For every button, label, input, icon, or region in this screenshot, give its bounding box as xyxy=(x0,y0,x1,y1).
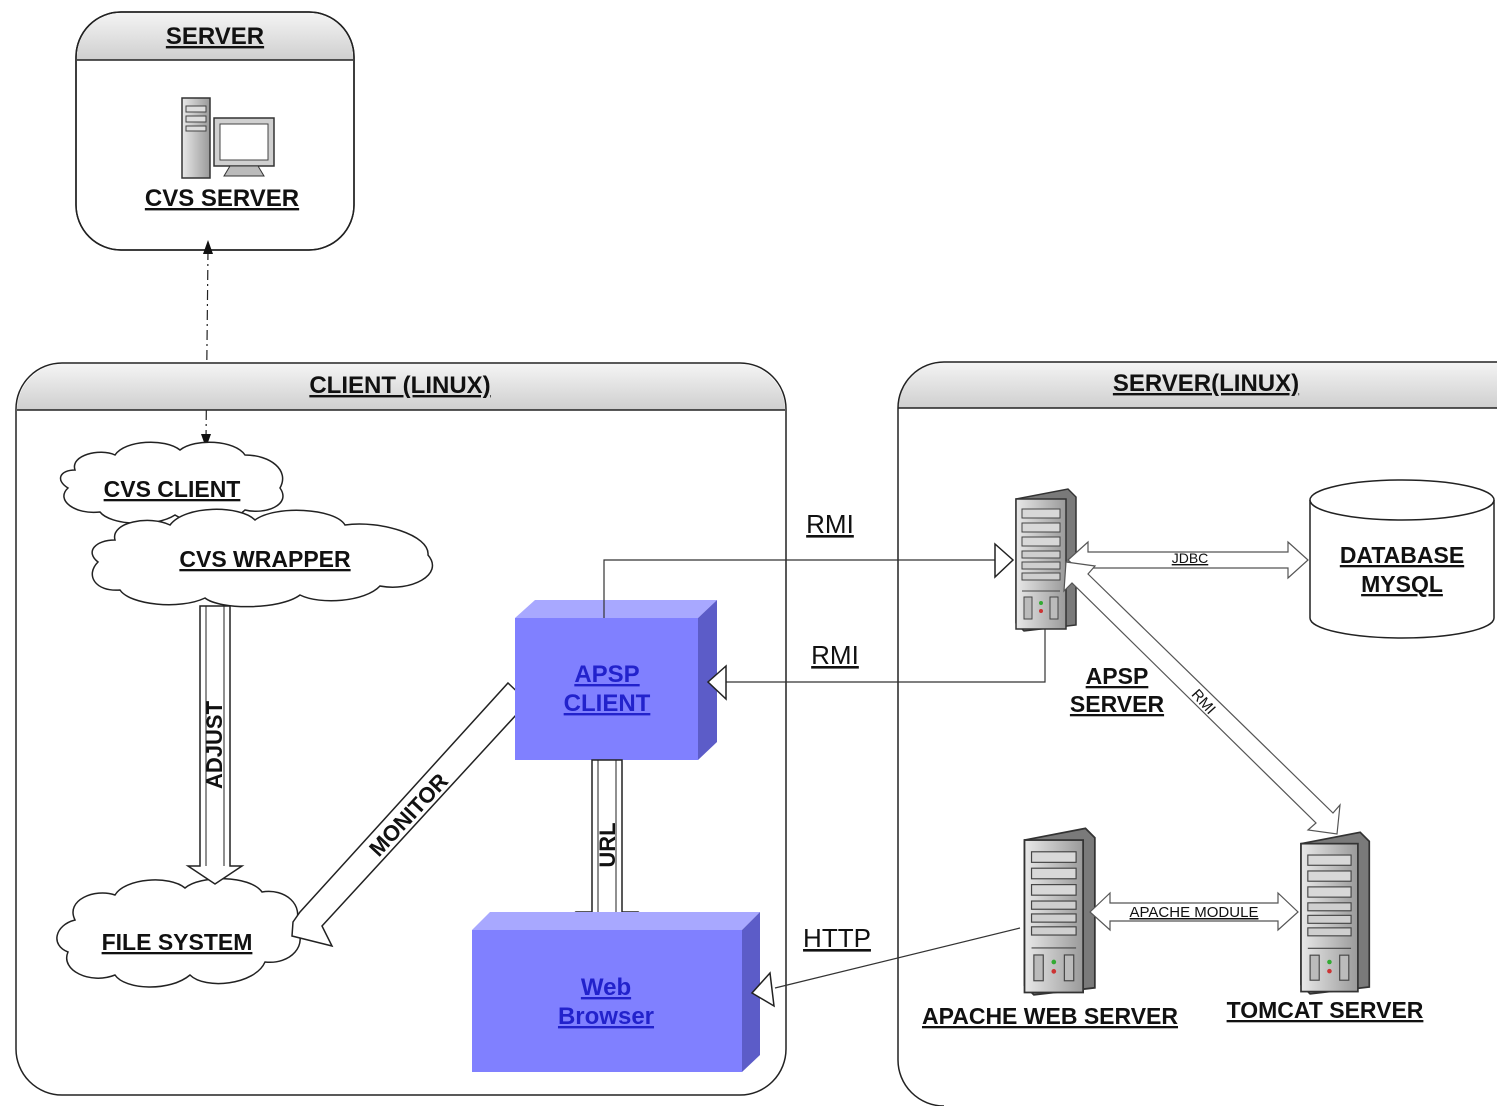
http-line: HTTP xyxy=(750,923,1021,1008)
rmi-response-line: RMI xyxy=(706,628,1046,701)
web-browser-label-2: Browser xyxy=(558,1003,654,1030)
tomcat-server-label: TOMCAT SERVER xyxy=(1227,997,1424,1023)
adjust-label: ADJUST xyxy=(202,700,227,789)
apsp-server-label-1: APSP xyxy=(1086,663,1149,689)
client-container: CLIENT (LINUX) xyxy=(15,362,787,1096)
apache-server-icon xyxy=(1023,827,1096,996)
apsp-server-label-2: SERVER xyxy=(1070,691,1165,717)
database-label-1: DATABASE xyxy=(1340,542,1464,568)
cvs-sync-arrow xyxy=(201,240,213,448)
apsp-client-label-2: CLIENT xyxy=(564,690,651,717)
rmi-request-line: RMI xyxy=(603,509,1015,618)
http-label: HTTP xyxy=(803,923,871,953)
jdbc-arrow: JDBC xyxy=(1067,540,1309,580)
apache-module-label: APACHE MODULE xyxy=(1130,904,1259,921)
cvs-client-cloud: CVS CLIENT xyxy=(59,441,284,525)
file-system-label: FILE SYSTEM xyxy=(102,929,253,955)
web-browser-box[interactable]: Web Browser xyxy=(472,912,760,1072)
server-linux-container: SERVER(LINUX) xyxy=(897,361,1497,1106)
cvs-server-label: CVS SERVER xyxy=(145,185,299,212)
web-browser-label-1: Web xyxy=(581,974,631,1001)
file-system-cloud: FILE SYSTEM xyxy=(56,878,301,988)
rmi-diagonal-arrow: RMI xyxy=(1063,561,1341,835)
url-arrow: URL xyxy=(574,759,640,933)
monitor-label: MONITOR xyxy=(364,768,453,861)
apsp-server-icon xyxy=(1015,488,1077,632)
jdbc-label: JDBC xyxy=(1172,550,1209,566)
apache-module-arrow: APACHE MODULE xyxy=(1089,891,1299,932)
cvs-wrapper-label: CVS WRAPPER xyxy=(179,546,351,572)
apsp-client-label-1: APSP xyxy=(574,661,639,688)
top-server-title: SERVER xyxy=(166,23,264,50)
cvs-wrapper-cloud: CVS WRAPPER xyxy=(91,508,434,608)
rmi-top-label: RMI xyxy=(806,509,854,539)
server-linux-title: SERVER(LINUX) xyxy=(1113,370,1299,397)
adjust-arrow: ADJUST xyxy=(185,605,245,885)
rmi-bottom-label: RMI xyxy=(811,640,859,670)
desktop-computer-icon xyxy=(181,97,275,179)
apache-web-server-label: APACHE WEB SERVER xyxy=(922,1003,1178,1029)
cvs-client-label: CVS CLIENT xyxy=(104,476,241,502)
tomcat-server-icon xyxy=(1300,831,1371,995)
apsp-client-box[interactable]: APSP CLIENT xyxy=(515,600,717,760)
database-label-2: MYSQL xyxy=(1361,571,1443,597)
client-title: CLIENT (LINUX) xyxy=(309,372,490,399)
url-label: URL xyxy=(595,822,620,867)
monitor-arrow: MONITOR xyxy=(291,681,530,948)
database-cylinder: DATABASE MYSQL xyxy=(1309,479,1495,639)
